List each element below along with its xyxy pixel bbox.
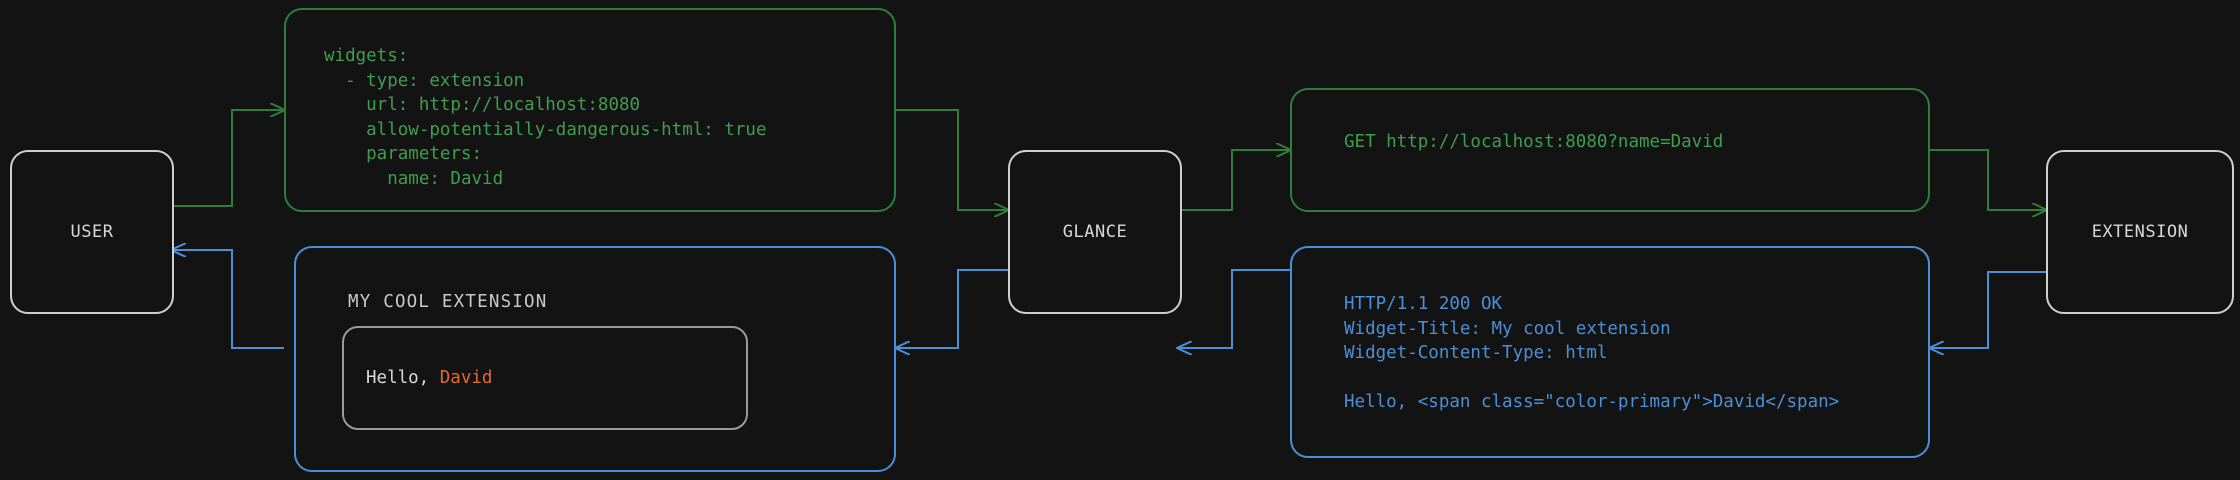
widget-preview-card: Hello, David: [342, 326, 748, 430]
widget-preview-greeting: Hello, David: [366, 368, 492, 388]
widget-preview-title: MY COOL EXTENSION: [348, 292, 548, 312]
node-user[interactable]: USER: [10, 150, 174, 314]
node-extension[interactable]: EXTENSION: [2046, 150, 2234, 314]
wire-user-to-config: [170, 110, 284, 207]
wire-response-to-glance: [1178, 269, 1290, 348]
node-glance[interactable]: GLANCE: [1008, 150, 1182, 314]
http-response-text: HTTP/1.1 200 OK Widget-Title: My cool ex…: [1344, 294, 1840, 412]
greeting-name: David: [439, 368, 493, 388]
wire-glance-to-widget: [896, 269, 1008, 348]
config-yaml-text: widgets: - type: extension url: http://l…: [324, 46, 767, 189]
greeting-prefix: Hello,: [366, 368, 440, 388]
message-config-yaml: widgets: - type: extension url: http://l…: [284, 8, 896, 212]
node-extension-label: EXTENSION: [2091, 222, 2189, 242]
wire-request-to-extension: [1930, 149, 2046, 210]
node-user-label: USER: [70, 222, 114, 242]
widget-preview-panel[interactable]: MY COOL EXTENSION Hello, David: [294, 246, 896, 472]
wire-widget-to-user: [172, 250, 284, 349]
message-http-response: HTTP/1.1 200 OK Widget-Title: My cool ex…: [1290, 246, 1930, 458]
node-glance-label: GLANCE: [1062, 222, 1128, 242]
wire-glance-to-request: [1178, 150, 1290, 211]
wire-config-to-glance: [896, 109, 1008, 210]
message-http-request: GET http://localhost:8080?name=David: [1290, 88, 1930, 212]
http-request-text: GET http://localhost:8080?name=David: [1344, 132, 1724, 152]
wire-extension-to-response: [1930, 271, 2046, 348]
